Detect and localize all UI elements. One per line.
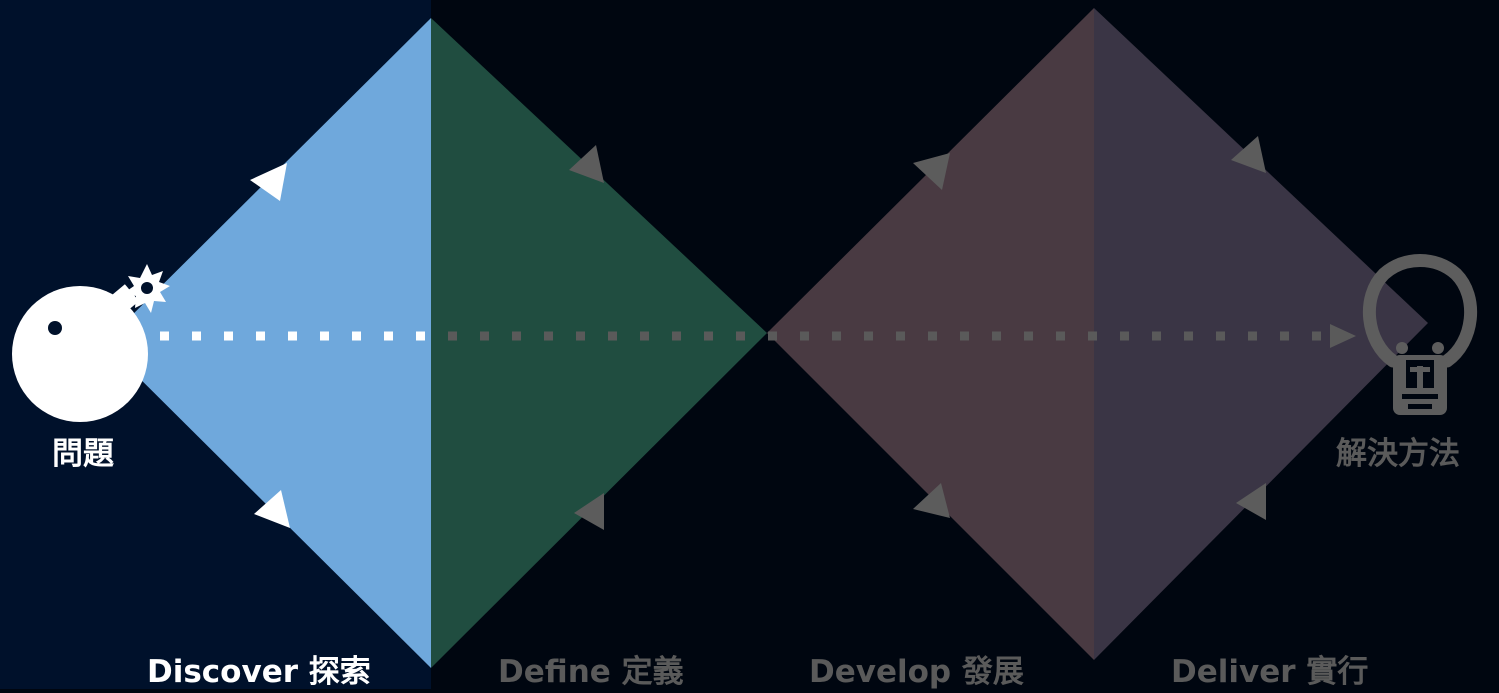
develop-lower-arrow bbox=[913, 483, 950, 518]
lightbulb-icon bbox=[1362, 254, 1478, 415]
phase-label-deliver: Deliver 實行 bbox=[1171, 654, 1369, 690]
phase-label-develop: Develop 發展 bbox=[809, 654, 1024, 690]
solution-label: 解決方法 bbox=[1336, 436, 1460, 472]
discover-lower-arrow bbox=[254, 490, 290, 528]
define-lower-arrow bbox=[574, 493, 604, 530]
deliver-upper-arrow bbox=[1231, 136, 1266, 173]
discover-region bbox=[104, 18, 431, 668]
phase-label-discover: Discover 探索 bbox=[147, 654, 371, 690]
deliver-lower-arrow bbox=[1236, 483, 1266, 520]
develop-upper-arrow bbox=[913, 153, 950, 190]
define-region bbox=[431, 18, 767, 668]
phase-label-define: Define 定義 bbox=[498, 654, 684, 690]
bomb-icon bbox=[12, 264, 170, 422]
problem-label: 問題 bbox=[52, 436, 114, 472]
discover-upper-arrow bbox=[250, 163, 287, 201]
define-upper-arrow bbox=[569, 145, 604, 183]
axis-arrowhead bbox=[1330, 324, 1356, 348]
deliver-region bbox=[1094, 8, 1428, 660]
